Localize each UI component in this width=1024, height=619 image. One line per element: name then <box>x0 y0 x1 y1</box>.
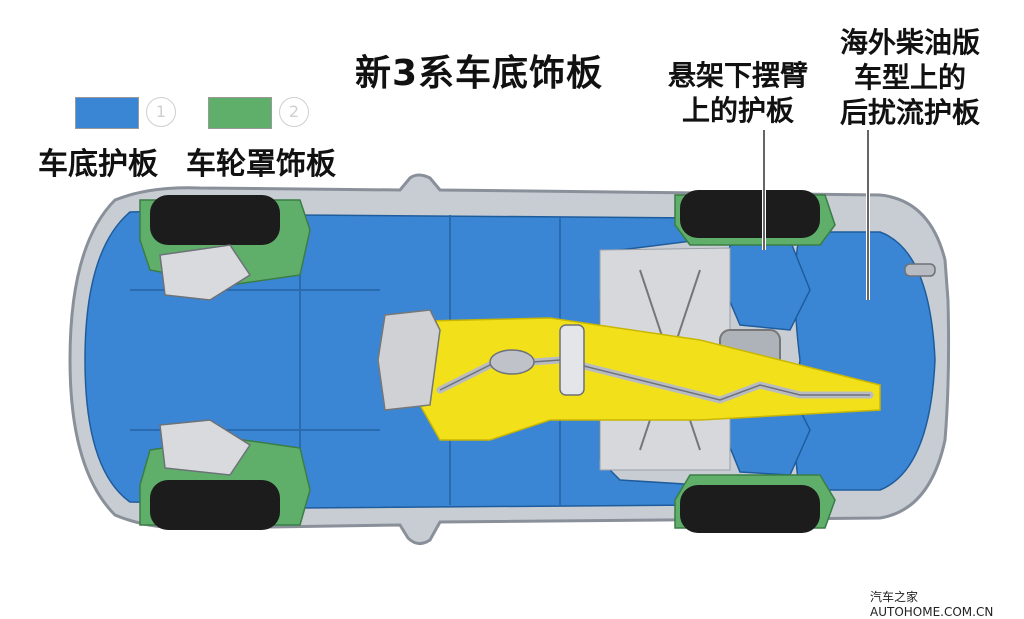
front-right-tire <box>150 480 280 530</box>
legend-number-2: 2 <box>279 97 309 127</box>
callout-diesel-spoiler: 海外柴油版 车型上的 后扰流护板 <box>840 25 980 130</box>
legend-swatch-underbody <box>75 97 139 129</box>
callout-diesel-line-2: 车型上的 <box>854 61 967 94</box>
front-suspension <box>159 244 252 476</box>
transmission <box>377 309 441 411</box>
car-underbody-diagram <box>68 130 951 545</box>
legend-swatch-wheelarch <box>208 97 272 129</box>
tailpipe <box>904 263 936 277</box>
rear-left-tire <box>680 190 820 238</box>
callout-diesel-line-1: 海外柴油版 <box>840 26 981 59</box>
muffler <box>559 324 585 396</box>
legend-label-wheelarch: 车轮罩饰板 <box>186 147 336 182</box>
callout-suspension-line-2: 上的护板 <box>682 94 795 127</box>
callout-diesel-line-3: 后扰流护板 <box>840 96 981 129</box>
rear-underbody-panel <box>794 231 936 491</box>
callout-suspension-plate: 悬架下摆臂 上的护板 <box>668 58 808 128</box>
diagram-title: 新3系车底饰板 <box>355 53 604 94</box>
legend-label-underbody: 车底护板 <box>38 147 158 182</box>
legend-number-1: 1 <box>146 97 176 127</box>
catalytic-converter <box>489 349 535 375</box>
watermark: 汽车之家 AUTOHOME.COM.CN <box>870 590 994 619</box>
front-left-tire <box>150 195 280 245</box>
rear-right-tire <box>680 485 820 533</box>
callout-suspension-line-1: 悬架下摆臂 <box>668 59 809 92</box>
